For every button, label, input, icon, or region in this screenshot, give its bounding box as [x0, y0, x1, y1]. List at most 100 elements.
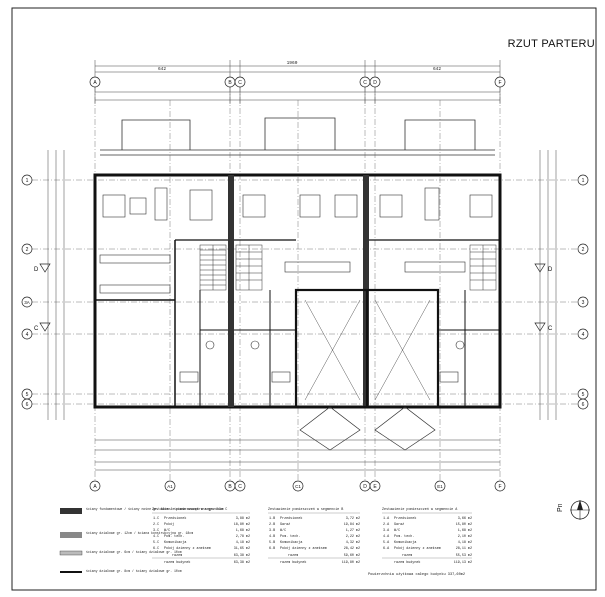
table-b-r1-area: 3,72 m2: [346, 517, 360, 521]
table-a-sum2: 119,13 m2: [454, 561, 472, 565]
table-a-r5-name: Komunikacja: [394, 540, 416, 545]
axis-bottom-f: F: [498, 484, 501, 490]
axis-bubbles-bottom: [89, 480, 506, 492]
table-a-r2-no: 2.A: [383, 523, 390, 527]
table-b-r3-no: 3.B: [269, 529, 275, 533]
footer-total-area: Powierzchnia użytkowa całego budynku 337…: [368, 572, 465, 577]
table-a-sum-label: razem: [402, 553, 412, 558]
table-b-r6-area: 28,42 m2: [344, 547, 360, 551]
axis-bubbles-top: [89, 76, 506, 88]
axis-bottom-a1: A1: [167, 484, 173, 489]
legend-swatch-1: [60, 508, 82, 514]
table-b-r2-name: Garaż: [280, 522, 290, 527]
table-b-r4-no: 4.B: [269, 535, 275, 539]
table-c-sum2-label: razem budynek: [164, 560, 190, 565]
table-b-r6-name: Pokój dzienny z aneksem: [280, 546, 327, 551]
axis-h-4-left: 4: [26, 332, 29, 338]
table-c-r6-no: 6.C: [153, 547, 159, 551]
table-a-title: Zestawienie pomieszczeń w segmencie A: [382, 507, 458, 512]
table-a-r5-no: 5.A: [383, 541, 390, 545]
table-b-r6-no: 6.B: [269, 547, 275, 551]
axis-label-c: C: [238, 80, 242, 86]
legend-swatch-3: [59, 550, 83, 556]
table-c-r2-area: 18,80 m2: [234, 523, 250, 527]
side-dimensions: [47, 150, 557, 420]
table-c-r2-name: Pokój: [164, 522, 174, 527]
table-b-sum2-label: razem budynek: [280, 560, 306, 565]
table-a-r6-name: Pokój dzienny z aneksem: [394, 546, 441, 551]
sheet-frame: [11, 7, 597, 591]
section-mark-c-left: C: [34, 326, 39, 332]
axis-label-d: D: [373, 80, 377, 86]
section-mark-d-right: D: [548, 267, 553, 273]
table-c-r3-area: 1,68 m2: [236, 529, 250, 533]
axis-bottom-e: E: [373, 484, 377, 490]
table-c-sum: 63,38 m2: [234, 554, 250, 558]
table-c-r1-area: 3,88 m2: [236, 517, 250, 521]
table-b-r5-area: 4,32 m2: [346, 541, 360, 545]
table-a-r4-name: Pom. tech.: [394, 534, 414, 539]
table-b-r3-name: W/C: [280, 528, 286, 533]
legend-swatch-2: [60, 532, 82, 538]
table-c-title: Zestawienie pomieszczeń w segmencie C: [152, 507, 227, 512]
axis-label-c2: C: [363, 80, 367, 86]
section-marks: [39, 263, 546, 332]
table-b-r5-no: 5.B: [269, 541, 275, 545]
north-label: Pn: [557, 503, 564, 512]
dim-total-width: 1960: [287, 60, 298, 66]
table-c-r4-name: Pom. tech.: [164, 534, 184, 539]
table-c-sum-label: razem: [172, 553, 182, 558]
axis-h-6-left: 6: [26, 402, 29, 408]
legend-text-3: ściany działowe gr. 6cm / ściany działow…: [86, 550, 182, 554]
table-c-r3-name: W/C: [164, 528, 170, 533]
section-mark-c-right: C: [548, 326, 553, 332]
axis-label-a: A: [93, 80, 97, 86]
axis-h-2-right: 2: [582, 247, 585, 253]
room-table-a: Zestawienie pomieszczeń w segmencie A 1.…: [382, 507, 472, 565]
table-b-r1-name: Przedsionek: [280, 516, 302, 521]
table-b-r5-name: Komunikacja: [280, 540, 302, 545]
table-b-title: Zestawienie pomieszczeń w segmencie B: [268, 507, 343, 512]
axis-bottom-c: C: [238, 484, 242, 490]
axis-bottom-a: A: [93, 484, 97, 490]
table-a-r5-area: 4,18 m2: [458, 541, 472, 545]
furniture: [99, 187, 493, 383]
table-a-sum2-label: razem budynek: [394, 560, 420, 565]
axis-bubbles-horizontal: [21, 174, 589, 410]
axis-bottom-e1: E1: [437, 484, 443, 489]
table-a-r1-no: 1.A: [383, 517, 390, 521]
table-c-r2-no: 2.C: [153, 523, 159, 527]
table-a-r4-no: 4.A: [383, 535, 390, 539]
table-c-r4-area: 2,78 m2: [236, 535, 250, 539]
bottom-dimensions: [95, 439, 500, 471]
axis-bottom-d: D: [363, 484, 367, 490]
garage-markings: [304, 299, 431, 401]
axis-h-3a-left: 3A: [24, 300, 30, 305]
table-b-r2-area: 19,84 m2: [344, 523, 360, 527]
table-b-r4-name: Pom. tech.: [280, 534, 300, 539]
table-b-r4-area: 2,22 m2: [346, 535, 360, 539]
table-b-r3-area: 1,27 m2: [346, 529, 360, 533]
staircases: [199, 244, 497, 291]
axis-h-3-right: 3: [582, 300, 585, 306]
table-b-r2-no: 2.B: [269, 523, 275, 527]
table-b-r1-no: 1.B: [269, 517, 275, 521]
table-a-r2-name: Garaż: [394, 522, 404, 527]
terrace-outlines: [100, 117, 495, 156]
table-c-sum2: 63,38 m2: [234, 561, 250, 565]
table-c-r4-no: 4.C: [153, 535, 159, 539]
table-c-r6-area: 31,65 m2: [234, 547, 250, 551]
table-a-r2-area: 15,80 m2: [456, 523, 472, 527]
table-a-r1-area: 3,66 m2: [458, 517, 472, 521]
dim-segment-right: 642: [433, 66, 441, 72]
table-a-r3-no: 3.A: [383, 529, 390, 533]
table-c-r1-no: 1.C: [153, 517, 159, 521]
table-a-r6-no: 6.A: [383, 547, 390, 551]
table-c-r6-name: Pokój dzienny z aneksem: [164, 546, 211, 551]
dim-segment-left: 642: [158, 66, 166, 72]
driveway-outlines: [299, 406, 436, 451]
axis-label-b: B: [228, 80, 232, 86]
grid-lines: [32, 86, 580, 480]
room-table-b: Zestawienie pomieszczeń w segmencie B 1.…: [268, 507, 360, 565]
